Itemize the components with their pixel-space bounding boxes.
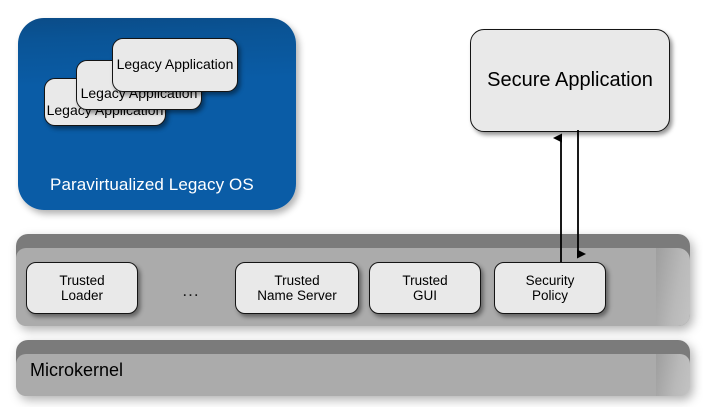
- trusted-service-trusted-name-server: Trusted Name Server: [235, 262, 359, 314]
- trusted-service-security-policy: Security Policy: [494, 262, 606, 314]
- trusted-service-trusted-loader: Trusted Loader: [26, 262, 138, 314]
- trusted-name-server-label: Trusted Name Server: [257, 272, 337, 303]
- legacy-application-label-3: Legacy Application: [116, 56, 234, 73]
- paravirtualized-legacy-os-label: Paravirtualized Legacy OS: [50, 175, 254, 194]
- kernel-front-face: [16, 354, 668, 396]
- services-ellipsis: ...: [182, 281, 200, 300]
- legacy-application-card-3: Legacy Application: [112, 38, 238, 92]
- secure-application-box: Secure Application: [470, 29, 670, 132]
- kernel-right-face: [656, 354, 690, 396]
- security-policy-label: Security Policy: [525, 272, 575, 303]
- microkernel-label: Microkernel: [30, 360, 124, 380]
- trusted-loader-label: Trusted Loader: [59, 272, 105, 303]
- slab-right-face: [656, 248, 690, 326]
- trusted-gui-label: Trusted GUI: [402, 272, 448, 303]
- microkernel-slab: [16, 340, 690, 396]
- secure-application-label: Secure Application: [487, 69, 653, 92]
- trusted-service-trusted-gui: Trusted GUI: [369, 262, 481, 314]
